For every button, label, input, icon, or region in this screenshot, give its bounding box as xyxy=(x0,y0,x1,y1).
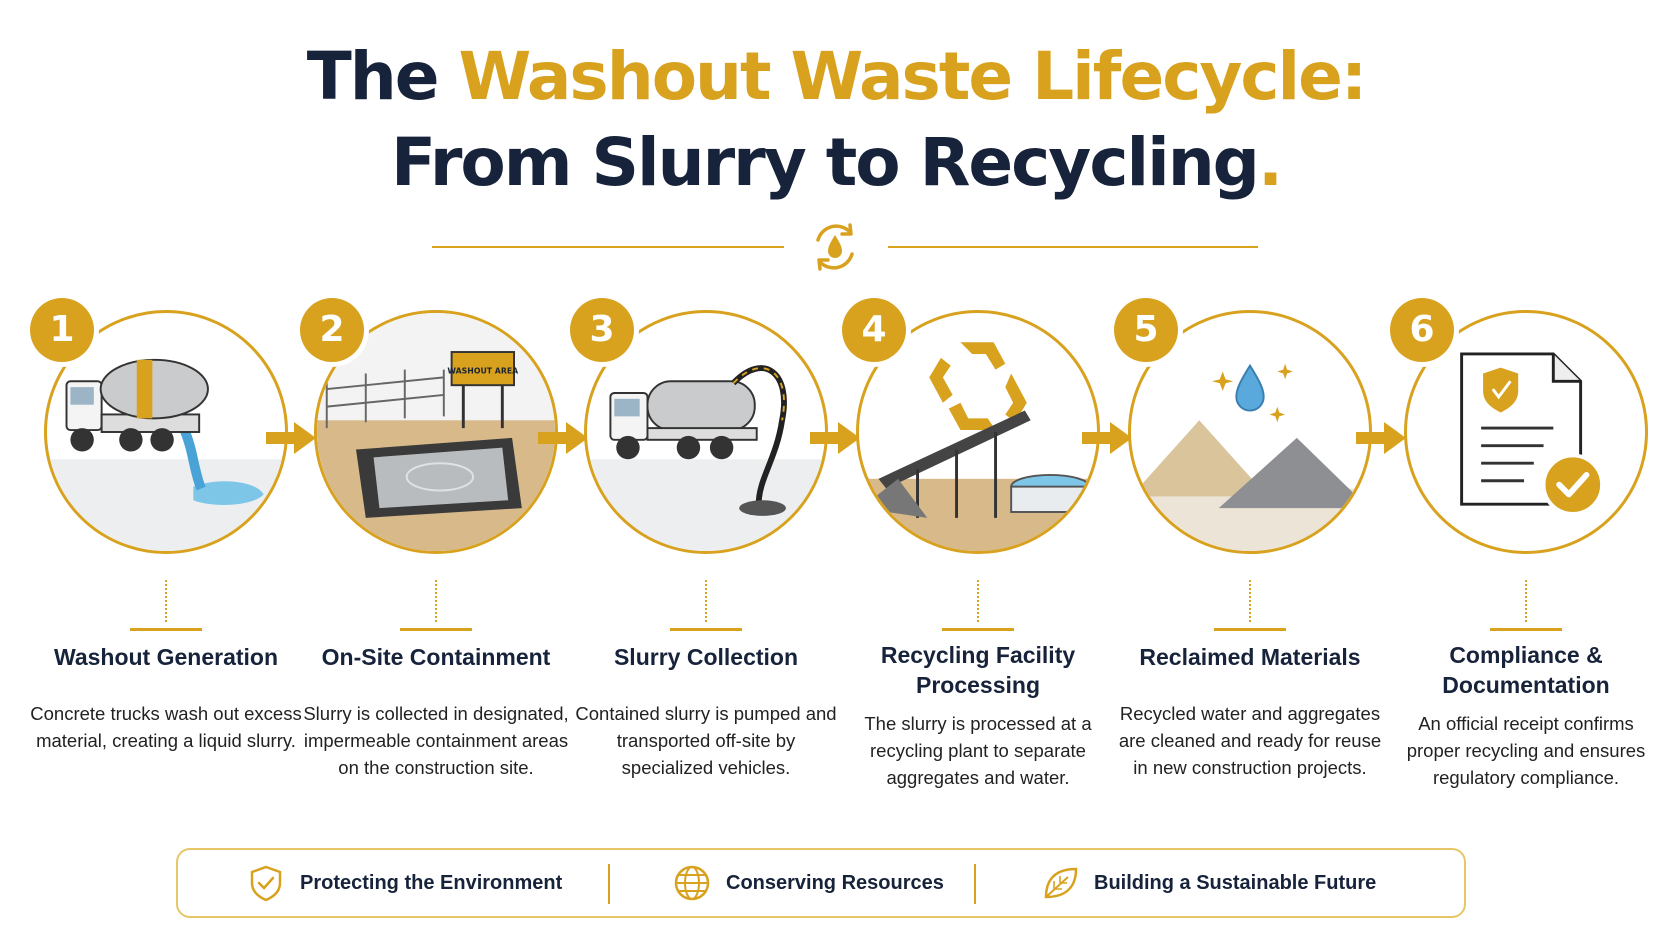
flow-arrow-right-icon xyxy=(808,418,862,458)
title-line-2: From Slurry to Recycling. xyxy=(0,130,1672,196)
connector-dash xyxy=(130,628,202,631)
step-title: Recycling Facility Processing xyxy=(880,642,1076,698)
flow-arrow-right-icon xyxy=(1080,418,1134,458)
step-description: Slurry is collected in designated, imper… xyxy=(303,703,569,778)
footer-item-environment: Protecting the Environment xyxy=(246,850,562,916)
step-3: 3 Slurry Collection Contained slurry is … xyxy=(570,298,837,818)
leaf-icon xyxy=(1044,867,1078,899)
step-number-badge: 3 xyxy=(570,298,634,362)
step-description: An official receipt confirms proper recy… xyxy=(1406,713,1646,788)
title-line-1: The Washout Waste Lifecycle: xyxy=(0,44,1672,110)
step-title: Slurry Collection xyxy=(613,644,799,670)
title-period: . xyxy=(1257,124,1283,201)
step-title: Compliance & Documentation xyxy=(1442,642,1610,698)
title-part-lifecycle: Washout Waste Lifecycle: xyxy=(458,38,1367,115)
connector-dash xyxy=(942,628,1014,631)
title-divider-right xyxy=(888,246,1258,248)
step-5: 5 Reclaimed Materials Recycled water and… xyxy=(1114,298,1381,818)
footer-label: Protecting the Environment xyxy=(300,871,563,894)
shield-check-icon xyxy=(250,865,282,902)
containment-pit-icon: WASHOUT AREA xyxy=(314,310,558,554)
flow-arrow-right-icon xyxy=(264,418,318,458)
recycle-water-drop-icon xyxy=(806,218,864,276)
connector-dots xyxy=(977,580,979,622)
washout-area-sign: WASHOUT AREA xyxy=(447,366,518,375)
footer-values-bar: Protecting the Environment Conserving Re… xyxy=(176,848,1466,918)
globe-icon xyxy=(674,865,710,901)
connector-dots xyxy=(705,580,707,622)
step-number-badge: 1 xyxy=(30,298,94,362)
step-1: 1 Washout Generation Concrete trucks was… xyxy=(30,298,302,818)
flow-arrow-right-icon xyxy=(1354,418,1408,458)
footer-label: Conserving Resources xyxy=(726,871,944,894)
step-title: Reclaimed Materials xyxy=(1139,644,1361,670)
step-number-badge: 2 xyxy=(300,298,364,362)
connector-dots xyxy=(1249,580,1251,622)
step-title: Washout Generation xyxy=(53,644,279,670)
step-number-badge: 6 xyxy=(1390,298,1454,362)
title-part-slurry: From Slurry to Recycling xyxy=(390,124,1260,201)
step-number-badge: 4 xyxy=(842,298,906,362)
step-title: On-Site Containment xyxy=(321,644,551,670)
step-description: Recycled water and aggregates are cleane… xyxy=(1118,703,1382,778)
step-6: 6 Compliance & Documentation An official… xyxy=(1390,298,1648,818)
connector-dash xyxy=(1214,628,1286,631)
step-description: The slurry is processed at a recycling p… xyxy=(864,713,1092,788)
footer-item-sustainable: Building a Sustainable Future xyxy=(1040,850,1376,916)
step-description: Concrete trucks wash out excess material… xyxy=(30,703,302,751)
footer-label: Building a Sustainable Future xyxy=(1094,871,1377,894)
footer-divider xyxy=(608,864,610,904)
step-2: WASHOUT AREA 2 On-Site Containment Slurr… xyxy=(300,298,569,818)
step-number-badge: 5 xyxy=(1114,298,1178,362)
connector-dots xyxy=(165,580,167,622)
title-divider-left xyxy=(432,246,784,248)
footer-item-resources: Conserving Resources xyxy=(672,850,944,916)
connector-dash xyxy=(670,628,742,631)
title-part-the: The xyxy=(306,38,459,115)
connector-dash xyxy=(400,628,472,631)
footer-divider xyxy=(974,864,976,904)
step-4: 4 Recycling Facility Processing The slur… xyxy=(842,298,1100,818)
connector-dots xyxy=(435,580,437,622)
flow-arrow-right-icon xyxy=(536,418,590,458)
connector-dash xyxy=(1490,628,1562,631)
connector-dots xyxy=(1525,580,1527,622)
step-description: Contained slurry is pumped and transport… xyxy=(575,703,837,778)
